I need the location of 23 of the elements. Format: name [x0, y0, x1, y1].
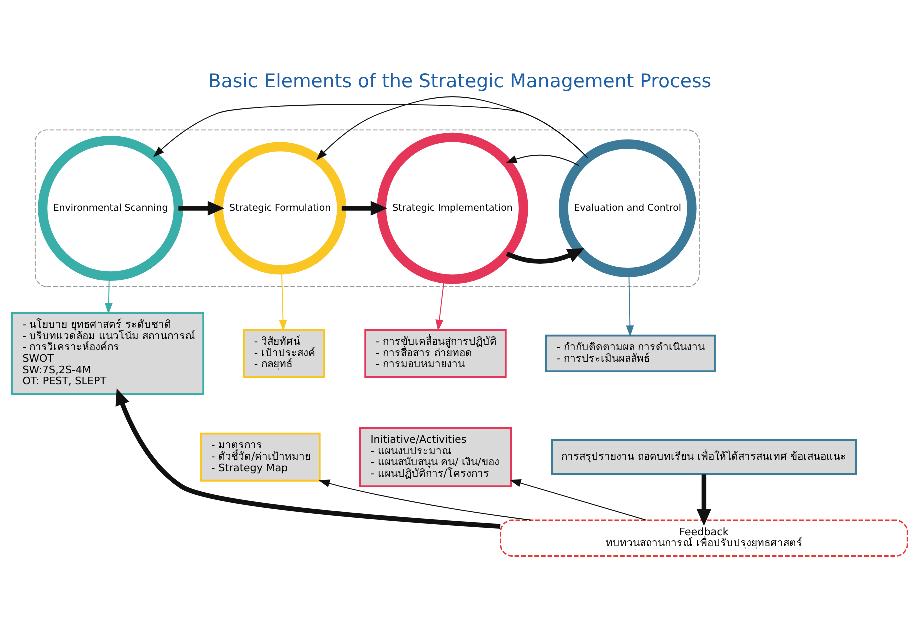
node-circle: Environmental Scanning — [38, 135, 184, 281]
arrow — [506, 248, 585, 264]
node-box: Initiative/Activities - แผนงบประมาณ - แผนสนับสนุน คน/ เงิน/ของ - แผนปฏิบัติการ/โครงการ — [359, 426, 512, 487]
node-box: - กำกับติดตามผล การดำเนินงาน - การประเมินผลลัพธ์ — [545, 334, 716, 372]
arrow — [506, 154, 580, 166]
node-circle: Strategic Formulation — [214, 142, 347, 274]
node-circle: Strategic Implementation — [377, 132, 528, 284]
node-box: - วิสัยทัศน์ - เป้าประสงค์ - กลยุทธ์ — [243, 328, 326, 378]
arrow — [318, 479, 532, 520]
node-box: การสรุปรายงาน ถอดบทเรียน เพื่อให้ได้สารสนเทศ ข้อเสนอแนะ — [551, 438, 858, 475]
arrow — [342, 200, 388, 216]
node-box: - การขับเคลื่อนสู่การปฏิบัติ - การสื่อสาร ถ่ายทอด - การมอบหมายงาน — [364, 328, 507, 378]
cluster — [34, 129, 700, 287]
arrow — [178, 200, 225, 216]
node-box: - นโยบาย ยุทธศาสตร์ ระดับชาติ - บริบทแวดล้อม แนวโน้ม สถานการณ์ - การวิเคราะห์องค์กร SWOT SW:7S,2S-4M OT: PEST, SLEPT — [11, 312, 204, 395]
diagram-title: Basic Elements of the Strategic Management Process — [208, 71, 712, 92]
node-circle: Evaluation and Control — [558, 139, 697, 277]
arrow — [510, 479, 647, 520]
arrow — [116, 388, 501, 528]
node-box: - มาตรการ - ตัวชี้วัด/ค่าเป้าหมาย - Strategy Map — [200, 432, 321, 482]
node-box: Feedback ทบทวนสถานการณ์ เพื่อปรับปรุงยุทธศาสตร์ — [500, 519, 908, 556]
arrow — [696, 474, 712, 526]
arrow — [316, 96, 588, 160]
